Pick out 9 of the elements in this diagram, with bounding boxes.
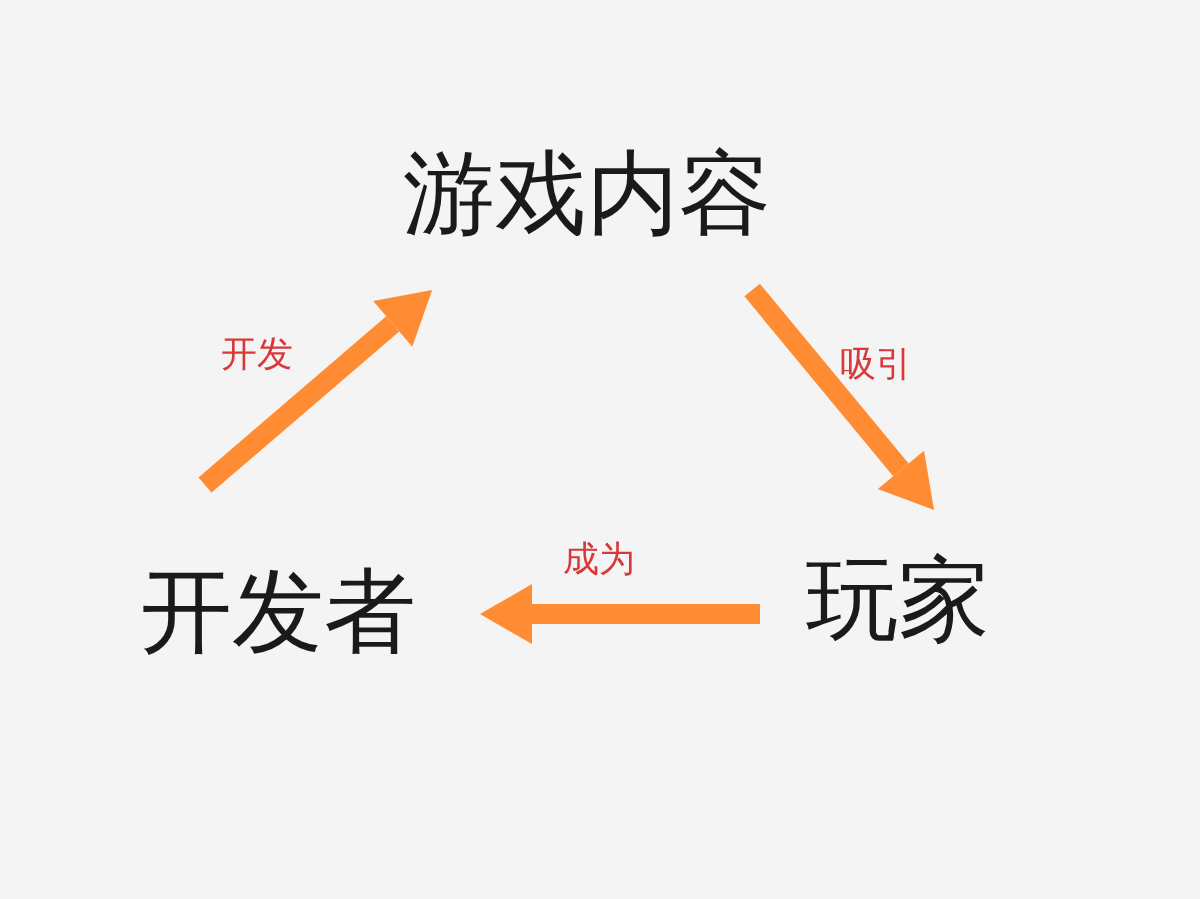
arrow xyxy=(744,283,935,510)
edge-label: 吸引 xyxy=(840,346,912,382)
edge-label: 开发 xyxy=(221,336,293,372)
node-label: 玩家 xyxy=(806,554,990,646)
node-label: 开发者 xyxy=(140,566,416,658)
edge-label: 成为 xyxy=(563,541,635,577)
arrow xyxy=(480,584,760,645)
arrow xyxy=(198,290,433,493)
node-label: 游戏内容 xyxy=(403,148,771,240)
